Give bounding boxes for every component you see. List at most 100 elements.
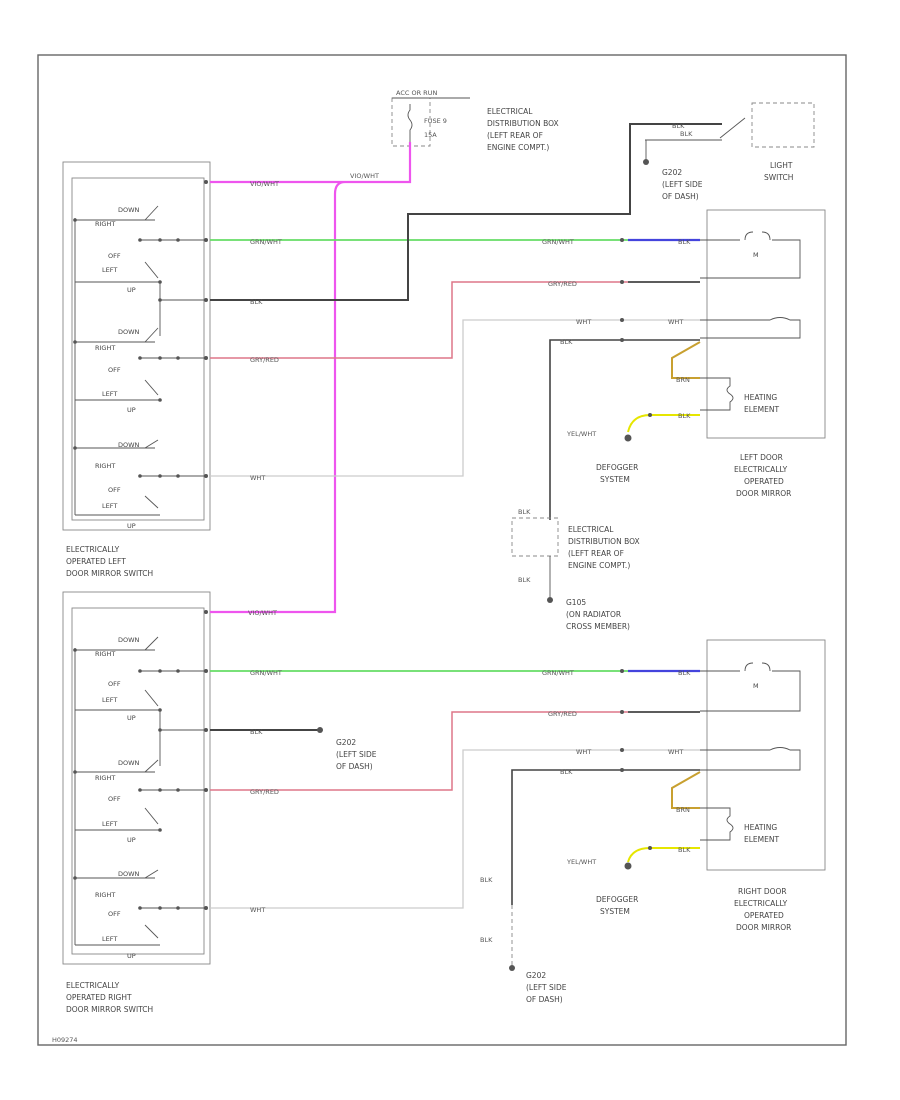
svg-text:DEFOGGER: DEFOGGER	[596, 463, 638, 472]
svg-text:OPERATED RIGHT: OPERATED RIGHT	[66, 993, 132, 1002]
sw-off-3: OFF	[108, 486, 121, 494]
svg-text:DISTRIBUTION BOX: DISTRIBUTION BOX	[487, 119, 559, 128]
rsw-left-2: LEFT	[102, 820, 117, 828]
sw-down-3: DOWN	[118, 441, 140, 449]
svg-text:OF DASH): OF DASH)	[526, 995, 563, 1004]
ed-box-2-label: ELECTRICAL DISTRIBUTION BOX (LEFT REAR O…	[568, 525, 640, 570]
wire-label-blk-ed2-bot: BLK	[518, 576, 531, 584]
g202-top-ground-icon	[643, 159, 649, 165]
svg-text:DOOR MIRROR: DOOR MIRROR	[736, 489, 791, 498]
g202-top-label: G202 (LEFT SIDE OF DASH)	[662, 168, 703, 201]
defogger-lower-label: DEFOGGER SYSTEM	[596, 895, 638, 916]
wire-label-blu-1: BLK	[678, 238, 691, 246]
svg-text:ELECTRICALLY: ELECTRICALLY	[66, 545, 120, 554]
svg-text:(LEFT REAR OF: (LEFT REAR OF	[487, 131, 543, 140]
svg-text:HEATING: HEATING	[744, 823, 777, 832]
light-switch-label: LIGHT SWITCH	[764, 161, 793, 182]
wire-label-wht-6: WHT	[668, 748, 683, 756]
left-mirror-box	[706, 209, 826, 439]
wire-label-wht-5: WHT	[576, 748, 591, 756]
svg-text:OPERATED: OPERATED	[744, 911, 784, 920]
rsw-right-1: RIGHT	[95, 650, 115, 658]
rsw-up-1: UP	[127, 714, 136, 722]
wire-blk-ground-lower	[511, 769, 700, 905]
wire-brn-lower	[671, 771, 701, 809]
wire-vio-wht	[210, 142, 412, 614]
svg-text:CROSS MEMBER): CROSS MEMBER)	[566, 622, 630, 631]
connector-terminals	[204, 180, 652, 910]
wire-wht-upper	[210, 319, 700, 477]
wire-label-blk-8: BLK	[480, 936, 493, 944]
svg-text:ELECTRICAL: ELECTRICAL	[568, 525, 614, 534]
wire-label-wht-3: WHT	[668, 318, 683, 326]
sw-left-3: LEFT	[102, 502, 117, 510]
g105-label: G105 (ON RADIATOR CROSS MEMBER)	[566, 598, 630, 631]
right-motor-m: M	[753, 682, 759, 690]
svg-text:DOOR MIRROR: DOOR MIRROR	[736, 923, 791, 932]
left-mirror-switch-box	[62, 161, 211, 531]
svg-text:ENGINE COMPT.): ENGINE COMPT.)	[568, 561, 630, 570]
rsw-off-2: OFF	[108, 795, 121, 803]
svg-text:DOOR MIRROR SWITCH: DOOR MIRROR SWITCH	[66, 1005, 153, 1014]
rsw-right-3: RIGHT	[95, 891, 115, 899]
diagram-id: H09274	[52, 1036, 78, 1044]
left-switch-dots	[73, 218, 180, 478]
wire-label-vio-1: VIO/WHT	[250, 180, 279, 188]
left-mirror-label: LEFT DOOR ELECTRICALLY OPERATED DOOR MIR…	[734, 453, 791, 498]
wire-label-red-1: GRY/RED	[250, 356, 279, 364]
svg-text:OF DASH): OF DASH)	[662, 192, 699, 201]
sw-right-3: RIGHT	[95, 462, 115, 470]
left-heater-element	[700, 377, 734, 411]
sw-off-2: OFF	[108, 366, 121, 374]
wire-gry-red-upper	[210, 281, 628, 359]
right-mirror-label: RIGHT DOOR ELECTRICALLY OPERATED DOOR MI…	[734, 887, 791, 932]
wire-label-light-blk: BLK	[680, 130, 693, 138]
wire-label-blk-2: BLK	[672, 122, 685, 130]
sw-off-1: OFF	[108, 252, 121, 260]
wire-label-blk-7: BLK	[480, 876, 493, 884]
g202-bot-ground-icon	[509, 965, 515, 971]
right-switch-label: ELECTRICALLY OPERATED RIGHT DOOR MIRROR …	[66, 981, 153, 1014]
wire-label-vio-2: VIO/WHT	[350, 172, 379, 180]
wire-gry-red-lower	[210, 711, 628, 791]
svg-text:LIGHT: LIGHT	[770, 161, 793, 170]
wire-label-red-3: GRY/RED	[250, 788, 279, 796]
rsw-off-3: OFF	[108, 910, 121, 918]
right-mirror-switch-box	[62, 591, 211, 965]
wire-label-grn-1: GRN/WHT	[250, 238, 282, 246]
rsw-left-3: LEFT	[102, 935, 117, 943]
svg-text:(LEFT SIDE: (LEFT SIDE	[662, 180, 703, 189]
wire-label-grn-2: GRN/WHT	[542, 238, 574, 246]
wire-label-blu-2: BLK	[678, 669, 691, 677]
svg-text:OPERATED: OPERATED	[744, 477, 784, 486]
g105-ground-icon	[547, 597, 553, 603]
svg-text:G202: G202	[526, 971, 546, 980]
sw-right-1: RIGHT	[95, 220, 115, 228]
ed-box-1-label: ELECTRICAL DISTRIBUTION BOX (LEFT REAR O…	[487, 107, 559, 152]
right-switch-inner	[71, 607, 205, 955]
wire-label-red-4: GRY/RED	[548, 710, 577, 718]
light-switch-contact	[719, 117, 746, 139]
rsw-off-1: OFF	[108, 680, 121, 688]
sw-left-1: LEFT	[102, 266, 117, 274]
g202-mid-ground-icon	[317, 727, 323, 733]
fuse-symbol	[407, 104, 413, 142]
svg-text:OPERATED LEFT: OPERATED LEFT	[66, 557, 126, 566]
svg-text:LEFT DOOR: LEFT DOOR	[740, 453, 783, 462]
defogger-upper-icon	[624, 434, 632, 442]
acc-power-label: ACC OR RUN	[396, 89, 437, 97]
right-switch-dots	[73, 648, 180, 910]
wire-label-wht-1: WHT	[250, 474, 265, 482]
ed-box-2	[511, 517, 559, 557]
svg-text:G105: G105	[566, 598, 586, 607]
right-heater-element	[700, 807, 734, 841]
left-switch-contacts	[74, 205, 205, 516]
wire-label-grn-3: GRN/WHT	[250, 669, 282, 677]
wire-blk-upper	[210, 123, 722, 301]
left-motor-m: M	[753, 251, 759, 259]
g202-mid-label: G202 (LEFT SIDE OF DASH)	[336, 738, 377, 771]
left-switch-label: ELECTRICALLY OPERATED LEFT DOOR MIRROR S…	[66, 545, 153, 578]
wire-label-blk-9: BLK	[678, 846, 691, 854]
svg-text:DOOR MIRROR SWITCH: DOOR MIRROR SWITCH	[66, 569, 153, 578]
left-switch-inner	[71, 177, 205, 521]
